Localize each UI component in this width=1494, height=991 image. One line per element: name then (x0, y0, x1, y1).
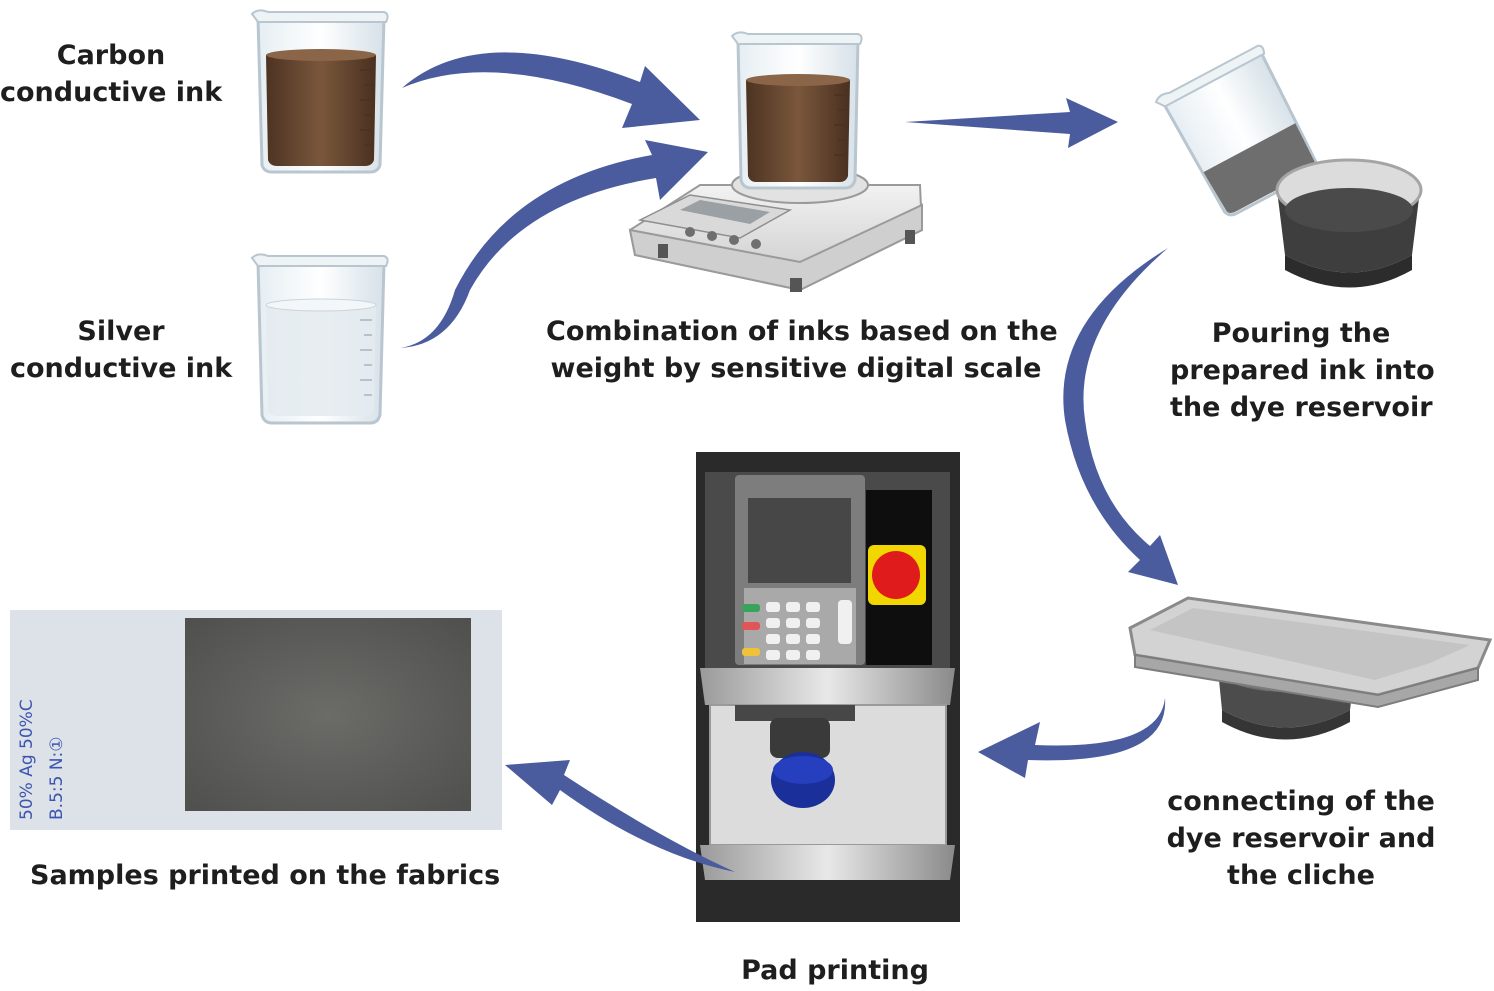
pouring-label-line-1: Pouring the (1211, 318, 1391, 349)
silver-ink-label-line-1: Silver (77, 316, 165, 347)
mixed-ink-beaker-icon (730, 31, 863, 190)
pad-printing-label: Pad printing (730, 952, 940, 989)
pad-printing-label-line: Pad printing (741, 955, 929, 986)
connecting-label-line-3: the cliche (1227, 860, 1375, 891)
connecting-label: connecting of the dye reservoir and the … (1165, 783, 1437, 894)
silver-ink-label-line-2: conductive ink (10, 353, 233, 384)
carbon-ink-label-line-2: conductive ink (0, 77, 223, 108)
samples-label: Samples printed on the fabrics (30, 857, 500, 894)
cliche-reservoir-icon (1128, 596, 1493, 740)
samples-label-line: Samples printed on the fabrics (30, 860, 501, 891)
arrows (400, 52, 1178, 872)
combination-label-line-1: Combination of inks based on the (546, 316, 1058, 347)
combination-label: Combination of inks based on the weight … (546, 313, 1058, 387)
connecting-label-line-1: connecting of the (1167, 786, 1435, 817)
pouring-label: Pouring the prepared ink into the dye re… (1170, 315, 1435, 426)
pouring-label-line-3: the dye reservoir (1170, 392, 1433, 423)
pouring-label-line-2: prepared ink into (1170, 355, 1435, 386)
connecting-label-line-2: dye reservoir and (1166, 823, 1436, 854)
carbon-ink-label-line-1: Carbon (56, 40, 166, 71)
dye-reservoir-icon (1275, 158, 1423, 288)
carbon-ink-beaker-icon (250, 9, 389, 174)
arrow-pouring-to-cliche (1063, 248, 1178, 585)
sample-handwriting-line-1: 50% Ag 50%C (17, 699, 37, 820)
arrow-scale-to-pouring (905, 98, 1118, 148)
arrow-carbon-to-scale (402, 52, 700, 128)
combination-label-line-2: weight by sensitive digital scale (550, 353, 1042, 384)
pad-printing-machine-icon (696, 452, 960, 922)
sample-handwriting-line-2: B.5:5 N:① (47, 736, 67, 820)
silver-ink-label: Silver conductive ink (10, 313, 232, 387)
silver-ink-beaker-icon (250, 253, 389, 425)
arrow-cliche-to-machine (978, 698, 1166, 778)
arrow-silver-to-scale (400, 140, 708, 348)
carbon-ink-label: Carbon conductive ink (0, 37, 222, 111)
printed-fabric-sample-image: 50% Ag 50%C B.5:5 N:① (10, 610, 502, 830)
arrow-machine-to-sample (505, 760, 735, 872)
